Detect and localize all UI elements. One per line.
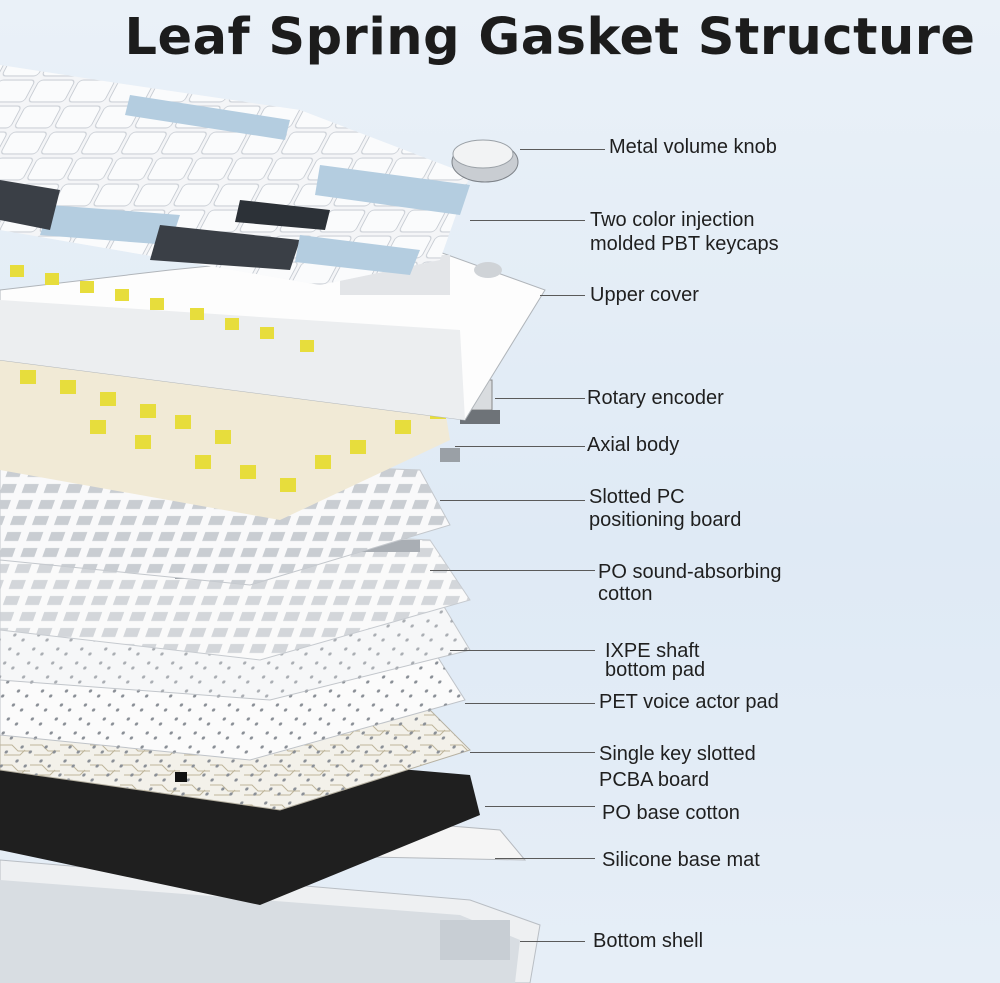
label-pc-board-line1: Slotted PC	[589, 486, 685, 509]
keycaps-part	[0, 65, 518, 285]
label-pcba-line2: PCBA board	[599, 769, 709, 792]
leader-line	[470, 220, 585, 221]
leader-line	[455, 446, 585, 447]
leader-line	[450, 650, 595, 651]
leader-line	[495, 398, 585, 399]
label-po-base-cotton: PO base cotton	[602, 802, 740, 825]
leader-line	[495, 858, 595, 859]
leader-line	[470, 752, 595, 753]
label-keycaps-line1: Two color injection	[590, 209, 755, 232]
leader-line	[520, 149, 605, 150]
leader-line	[540, 295, 585, 296]
leader-line	[465, 703, 595, 704]
label-pcba-line1: Single key slotted	[599, 743, 756, 766]
leader-line	[485, 806, 595, 807]
label-bottom-shell: Bottom shell	[593, 930, 703, 953]
label-upper-cover: Upper cover	[590, 284, 699, 307]
label-ixpe-line2: bottom pad	[605, 659, 705, 682]
label-rotary-encoder: Rotary encoder	[587, 387, 724, 410]
label-pet-pad: PET voice actor pad	[599, 691, 779, 714]
label-pc-board-line2: positioning board	[589, 509, 741, 532]
leader-line	[520, 941, 585, 942]
label-axial-body: Axial body	[587, 434, 679, 457]
label-po-cotton-line1: PO sound-absorbing	[598, 561, 781, 584]
leader-line	[430, 570, 595, 571]
label-metal-volume-knob: Metal volume knob	[609, 136, 777, 159]
label-keycaps-line2: molded PBT keycaps	[590, 233, 779, 256]
label-po-cotton-line2: cotton	[598, 583, 652, 606]
leader-line	[440, 500, 585, 501]
label-silicone-mat: Silicone base mat	[602, 849, 760, 872]
